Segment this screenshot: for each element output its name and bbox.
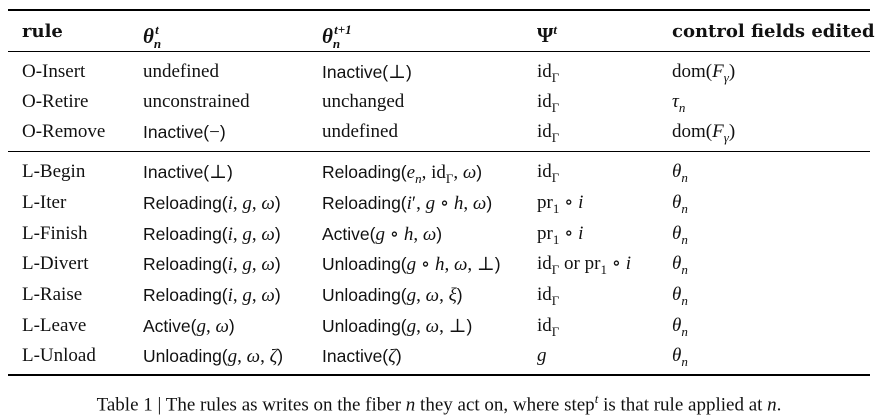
row-l-iter-theta-t1: Reloading(i′, g ∘ h, ω): [322, 193, 493, 214]
row-l-leave-theta-t1: Unloading(g, ω, ⊥): [322, 316, 473, 337]
row-l-iter-theta-t: Reloading(i, g, ω): [143, 193, 281, 214]
row-l-iter-rule: L-Iter: [22, 192, 67, 213]
row-l-iter-psi: pr1 ∘ i: [537, 192, 584, 216]
row-o-insert-rule: O-Insert: [22, 61, 86, 82]
row-l-unload-psi: g: [537, 345, 547, 366]
row-o-retire-theta-t: unconstrained: [143, 91, 250, 112]
row-l-leave-rule: L-Leave: [22, 315, 87, 336]
row-o-retire-theta-t1: unchanged: [322, 91, 405, 112]
row-l-begin-theta-t1: Reloading(en, idΓ, ω): [322, 162, 483, 186]
row-l-finish-control: θn: [672, 223, 688, 247]
row-o-insert-theta-t: undefined: [143, 61, 219, 82]
header-psi: Ψt: [537, 22, 558, 47]
row-o-remove-psi: idΓ: [537, 121, 560, 145]
row-l-unload-rule: L-Unload: [22, 345, 96, 366]
row-l-begin-control: θn: [672, 161, 688, 185]
row-l-raise-control: θn: [672, 284, 688, 308]
row-l-divert-rule: L-Divert: [22, 253, 89, 274]
row-o-remove-theta-t1: undefined: [322, 121, 398, 142]
row-l-divert-theta-t1: Unloading(g ∘ h, ω, ⊥): [322, 254, 501, 275]
row-o-insert-theta-t1: Inactive(⊥): [322, 62, 412, 83]
row-o-insert-psi: idΓ: [537, 61, 560, 85]
group-rule: [8, 151, 870, 152]
row-l-unload-theta-t: Unloading(g, ω, ζ): [143, 346, 284, 367]
row-l-begin-rule: L-Begin: [22, 161, 86, 182]
header-theta-t1: θnt+1: [322, 22, 352, 51]
row-o-retire-rule: O-Retire: [22, 91, 89, 112]
row-l-divert-theta-t: Reloading(i, g, ω): [143, 254, 281, 275]
row-l-unload-theta-t1: Inactive(ζ): [322, 346, 402, 367]
row-l-divert-psi: idΓ or pr1 ∘ i: [537, 253, 632, 277]
header-rule: [8, 51, 870, 52]
table-caption: Table 1 | The rules as writes on the fib…: [96, 391, 782, 416]
row-o-retire-psi: idΓ: [537, 91, 560, 115]
top-rule: [8, 9, 870, 11]
row-l-raise-theta-t1: Unloading(g, ω, ξ): [322, 285, 463, 306]
row-l-leave-psi: idΓ: [537, 315, 560, 339]
row-l-begin-psi: idΓ: [537, 161, 560, 185]
row-l-finish-psi: pr1 ∘ i: [537, 223, 584, 247]
row-l-finish-theta-t: Reloading(i, g, ω): [143, 224, 281, 245]
row-l-raise-rule: L-Raise: [22, 284, 83, 305]
row-o-retire-control: τn: [672, 91, 686, 115]
row-l-finish-rule: L-Finish: [22, 223, 88, 244]
row-o-remove-control: dom(Fγ): [672, 121, 736, 145]
header-theta-t: θnt: [143, 22, 162, 51]
row-l-raise-theta-t: Reloading(i, g, ω): [143, 285, 281, 306]
row-l-iter-control: θn: [672, 192, 688, 216]
row-l-leave-theta-t: Active(g, ω): [143, 316, 235, 337]
row-l-divert-control: θn: [672, 253, 688, 277]
row-l-unload-control: θn: [672, 345, 688, 369]
row-l-finish-theta-t1: Active(g ∘ h, ω): [322, 224, 443, 245]
bottom-rule: [8, 374, 870, 376]
row-o-remove-theta-t: Inactive(−): [143, 122, 226, 143]
row-o-remove-rule: O-Remove: [22, 121, 106, 142]
row-l-begin-theta-t: Inactive(⊥): [143, 162, 233, 183]
row-l-raise-psi: idΓ: [537, 284, 560, 308]
header-rule-col: rule: [22, 21, 63, 42]
row-o-insert-control: dom(Fγ): [672, 61, 736, 85]
row-l-leave-control: θn: [672, 315, 688, 339]
header-control-fields: control fields edited: [672, 21, 875, 42]
